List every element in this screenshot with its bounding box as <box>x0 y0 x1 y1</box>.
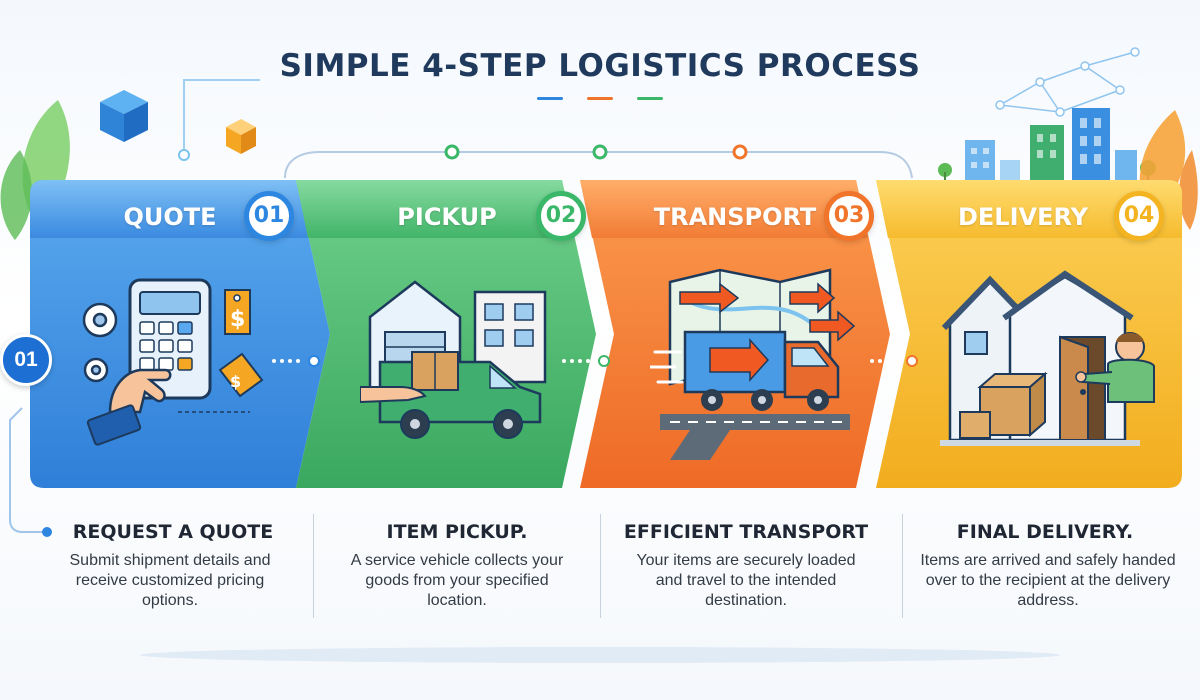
step-heading-quote: REQUEST A QUOTE <box>72 521 274 543</box>
step-label-delivery: DELIVERY <box>957 203 1089 231</box>
truck-map-icon <box>650 268 856 460</box>
van-warehouse-icon <box>360 280 547 439</box>
step-number-badge-01: 01 <box>244 191 294 241</box>
divider <box>902 514 903 618</box>
step-number-badge-03: 03 <box>824 191 874 241</box>
step-number-badge-02: 02 <box>536 191 586 241</box>
step-label-pickup: PICKUP <box>397 203 497 231</box>
step-description-transport: Your items are securely loaded and trave… <box>636 552 856 609</box>
step-description-delivery: Items are arrived and safely handed over… <box>920 552 1176 609</box>
svg-text:$: $ <box>230 307 245 332</box>
page-title: SIMPLE 4-STEP LOGISTICS PROCESS <box>279 48 921 84</box>
cube-icon-blue <box>100 90 148 142</box>
house-courier-icon <box>940 270 1155 446</box>
connector-arrow-3 <box>870 355 918 367</box>
svg-text:$: $ <box>230 372 241 391</box>
title-accent-green <box>637 97 663 100</box>
title-accent-orange <box>587 97 613 100</box>
step-label-quote: QUOTE <box>123 203 217 231</box>
connector-arrow-2 <box>562 355 610 367</box>
gear-icon <box>82 302 118 383</box>
divider <box>600 514 601 618</box>
step-number-badge-04: 04 <box>1114 191 1164 241</box>
side-step-badge: 01 <box>0 334 52 386</box>
step-heading-pickup: ITEM PICKUP. <box>386 521 528 543</box>
calculator-price-tag-icon: $ $ <box>82 278 264 446</box>
step-description-quote: Submit shipment details and receive cust… <box>69 552 271 609</box>
step-label-transport: TRANSPORT <box>653 203 817 231</box>
city-skyline-icon <box>938 108 1156 185</box>
price-tag-icon: $ $ <box>218 289 264 398</box>
connector-arrow-1 <box>272 355 320 367</box>
step-description-pickup: A service vehicle collects your goods fr… <box>350 552 564 609</box>
step-heading-transport: EFFICIENT TRANSPORT <box>623 521 869 543</box>
cube-icon-orange <box>226 119 256 154</box>
title-accent-blue <box>537 97 563 100</box>
step-heading-delivery: FINAL DELIVERY. <box>956 521 1134 543</box>
divider <box>313 514 314 618</box>
